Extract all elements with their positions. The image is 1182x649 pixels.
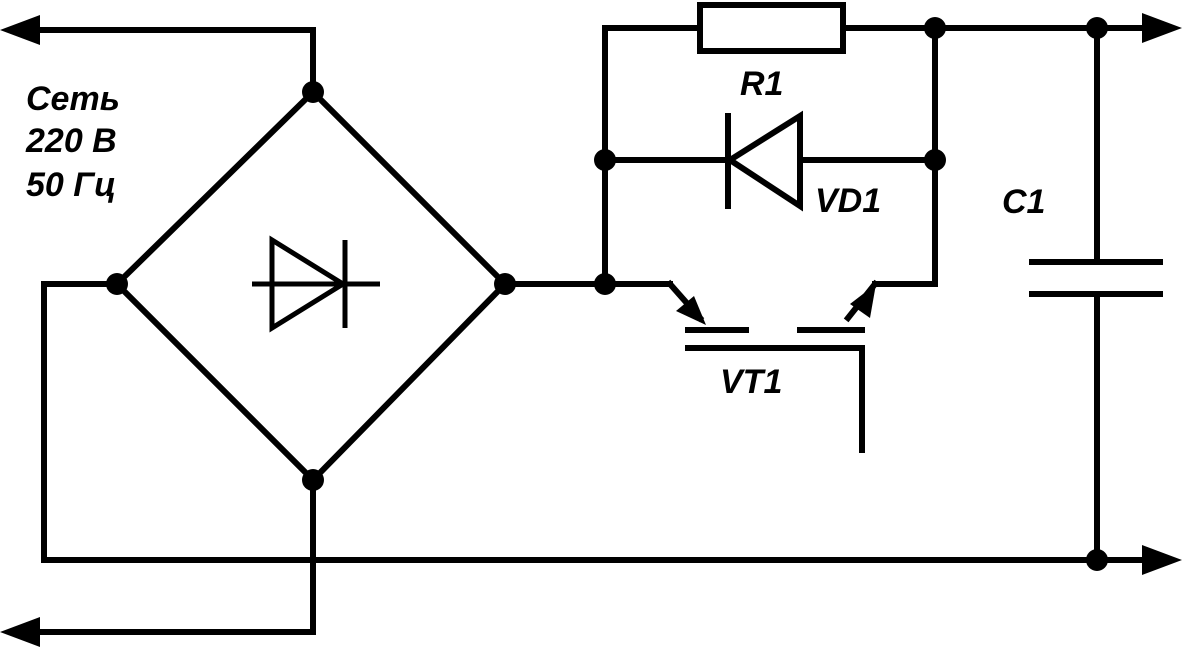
junction-dot [1086,17,1108,39]
resistor-r1 [697,2,846,54]
transistor-vt1 [602,279,938,453]
mains-top-wire [27,27,316,95]
junction-dot [1086,549,1108,571]
bridge-rectifier [112,87,510,485]
mains-bottom-wire [27,477,316,635]
diode-vd1 [602,110,938,212]
junction-dot [924,17,946,39]
bottom-rail-wire [41,281,1153,563]
bridge-diode-symbol [252,235,380,333]
mains-label-line1: Сеть [26,80,120,118]
junction-dot [594,273,616,295]
mains-input-wiring [0,15,316,647]
mains-bottom-arrow-icon [0,617,40,647]
top-output-arrow-icon [1142,13,1182,43]
junction-dot [594,149,616,171]
diode-label: VD1 [815,182,881,220]
mains-label-line3: 50 Гц [26,166,116,204]
bottom-output-arrow-icon [1142,545,1182,575]
junction-dots [106,17,1108,571]
junction-dot [302,469,324,491]
junction-dot [924,149,946,171]
capacitor-label: C1 [1002,183,1045,221]
mains-top-arrow-icon [0,15,40,45]
negative-rail [41,281,1182,575]
junction-dot [106,273,128,295]
junction-dot [494,273,516,295]
transistor-label: VT1 [720,363,782,401]
resistor-label: R1 [740,65,783,103]
mains-label-line2: 220 В [25,122,117,160]
junction-dot [302,81,324,103]
capacitor-c1 [1029,25,1163,563]
